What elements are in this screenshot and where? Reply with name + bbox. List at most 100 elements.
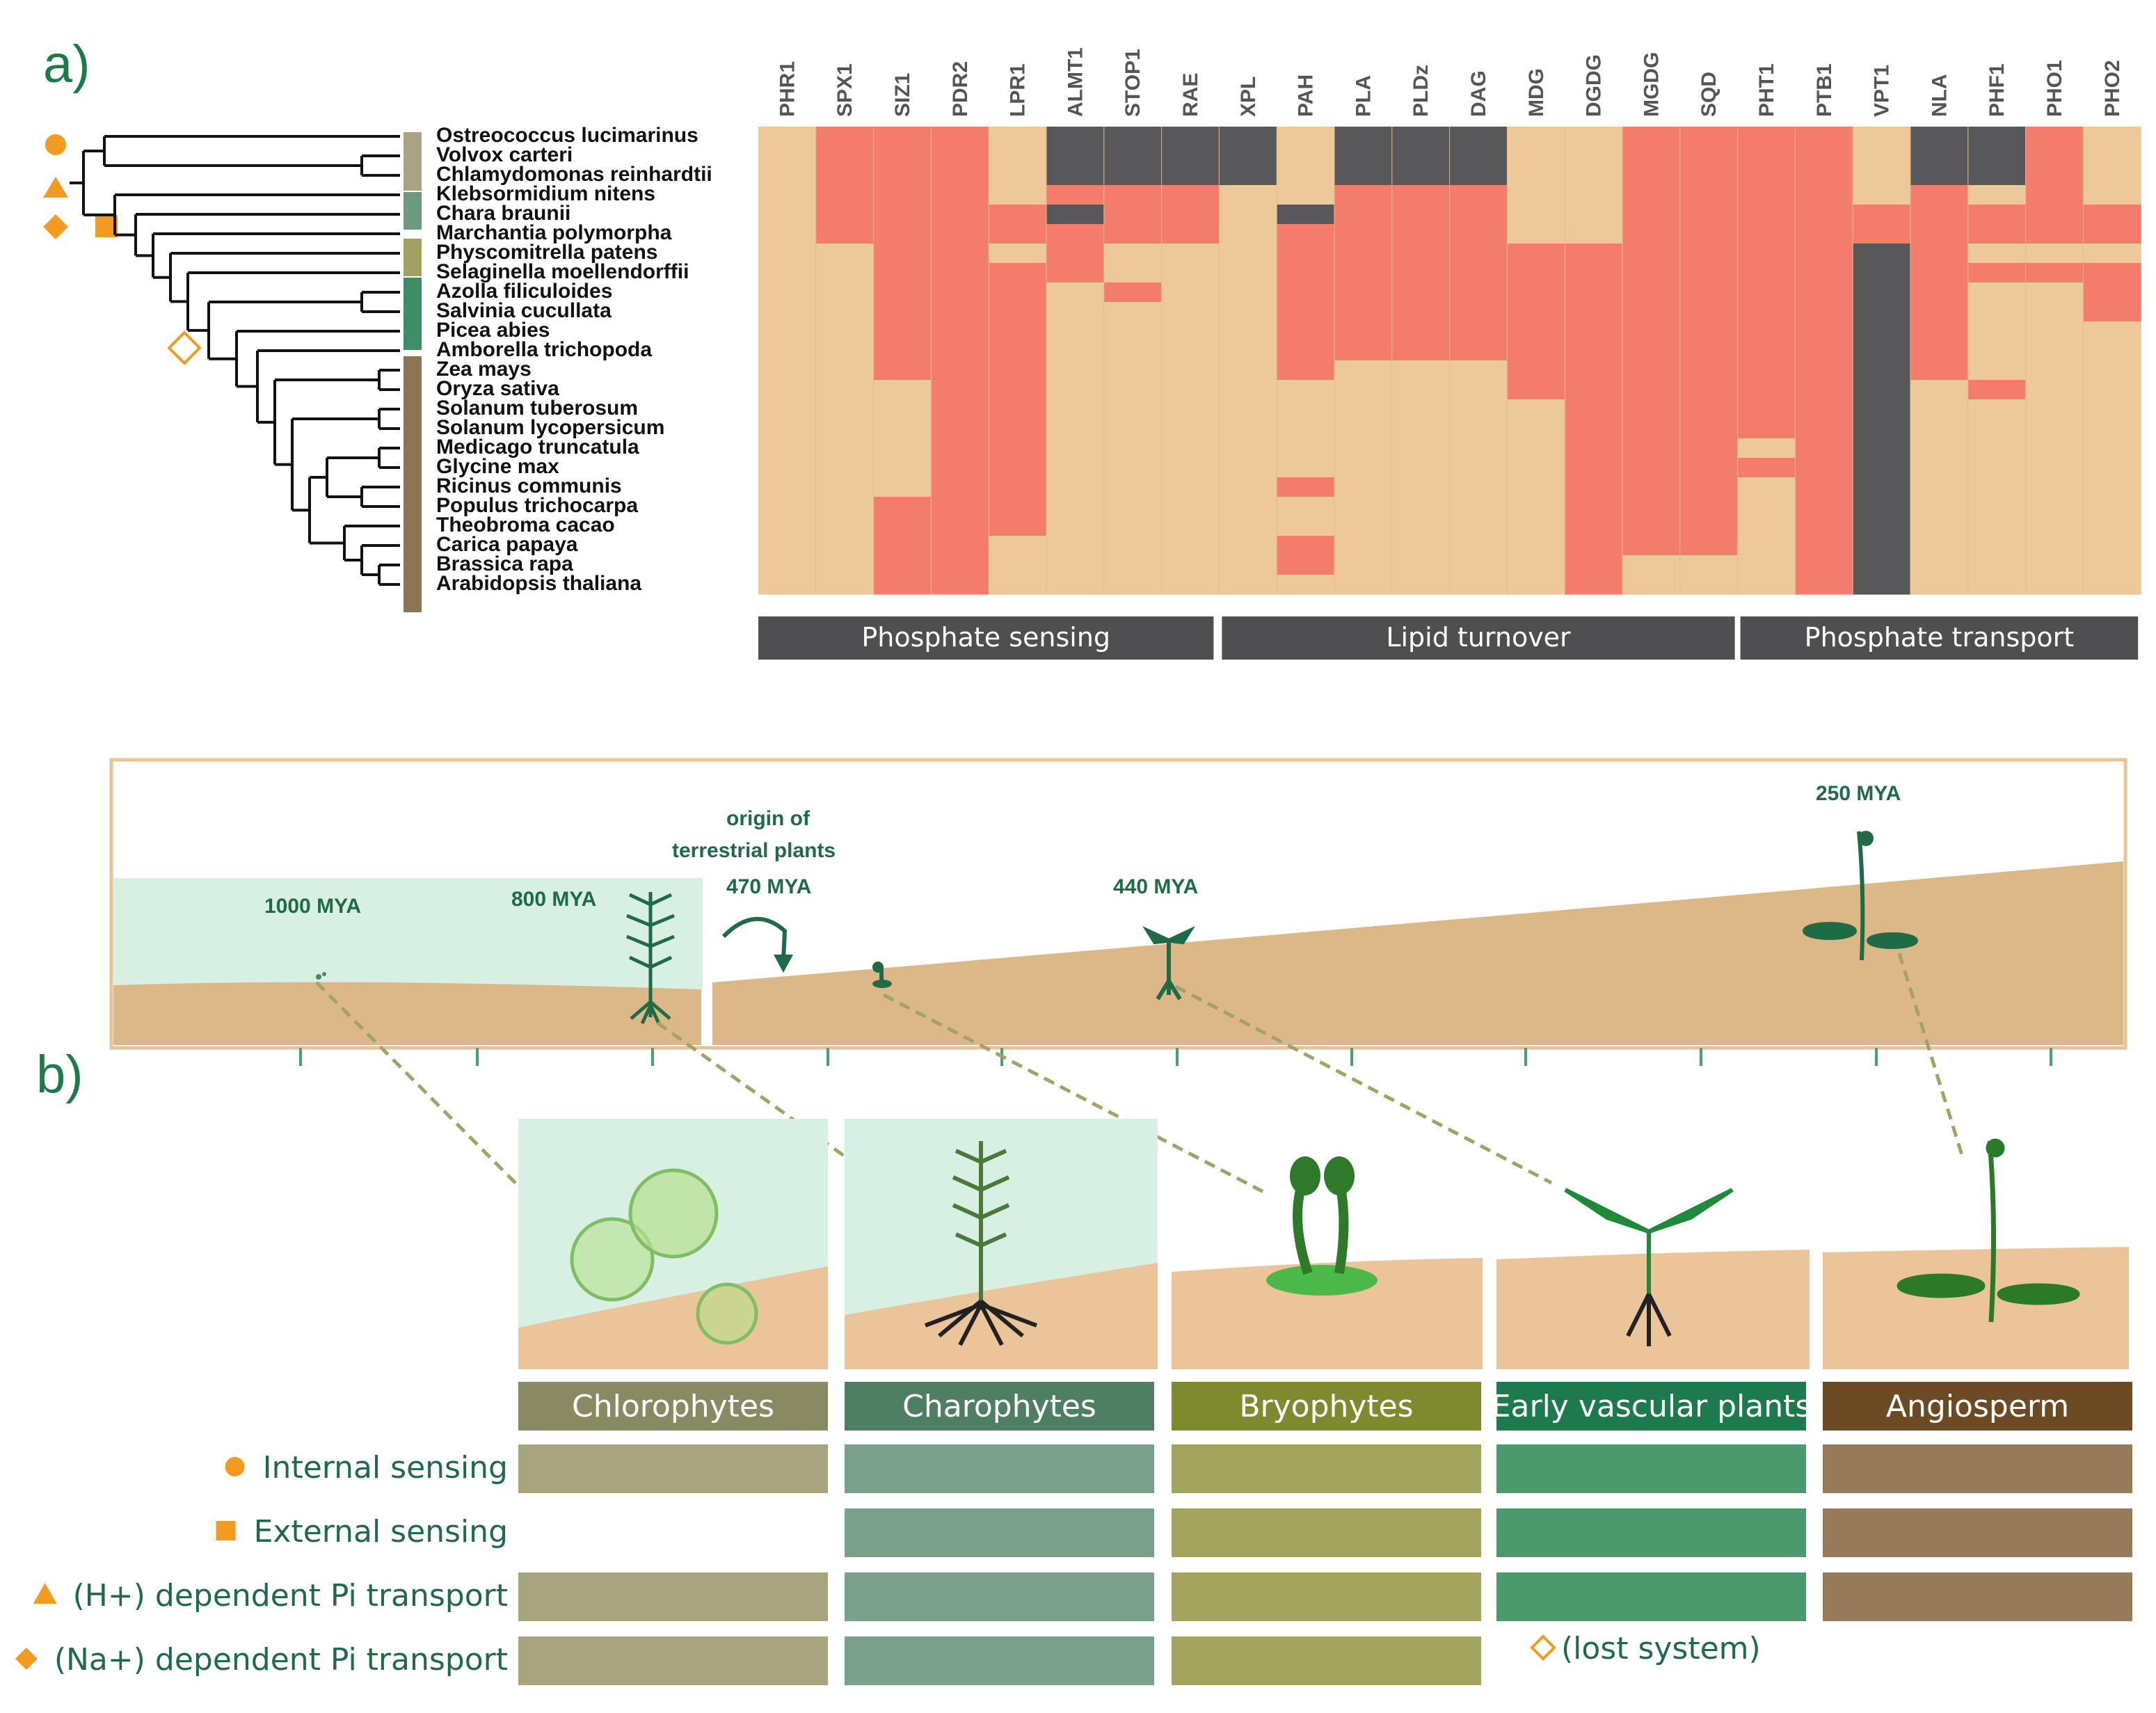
heatmap-cell: [758, 555, 817, 575]
timeline-charophyte-icon: [626, 892, 675, 1025]
heatmap-cell: [1910, 516, 1969, 536]
heatmap-cell: [1853, 263, 1911, 283]
heatmap-cell: [758, 536, 817, 556]
gene-label: MDG: [1525, 68, 1548, 117]
heatmap-cell: [815, 302, 875, 322]
species-label: Azolla filiculoides: [436, 280, 612, 303]
heatmap-cell: [1679, 321, 1739, 342]
heatmap-cell: [1967, 166, 2027, 186]
heatmap: [758, 127, 2141, 595]
heatmap-cell: [1161, 477, 1220, 497]
heatmap-cell: [1507, 263, 1565, 283]
heatmap-cell: [2083, 477, 2141, 497]
heatmap-cell: [1449, 380, 1508, 400]
heatmap-cell: [1449, 555, 1508, 575]
heatmap-cell: [2083, 185, 2141, 205]
lost-system-open-diamond-icon: [1530, 1634, 1556, 1661]
heatmap-cell: [1795, 263, 1853, 283]
timeline-angiosperm-icon: [1803, 831, 1918, 961]
heatmap-cell: [1277, 555, 1335, 575]
heatmap-cell: [1622, 497, 1681, 517]
gene-label: VPT1: [1871, 65, 1894, 117]
heatmap-cell: [1391, 341, 1451, 361]
heatmap-cell: [1967, 127, 2027, 147]
heatmap-cell: [989, 321, 1047, 342]
heatmap-cell: [1679, 146, 1739, 166]
timeline-algae-icon: [316, 972, 326, 980]
heatmap-cell: [1853, 575, 1911, 595]
heatmap-cell: [2025, 360, 2084, 381]
heatmap-cell: [873, 185, 932, 205]
heatmap-cell: [989, 536, 1047, 556]
heatmap-cell: [1507, 575, 1565, 595]
heatmap-cell: [873, 419, 932, 439]
heatmap-cell: [1219, 185, 1277, 205]
heatmap-cell: [1622, 438, 1681, 459]
gene-label: DGDG: [1583, 54, 1606, 117]
heatmap-cell: [1277, 185, 1335, 205]
heatmap-cell: [1219, 244, 1277, 264]
circle-marker: [45, 134, 66, 155]
heatmap-cell: [1391, 185, 1451, 205]
heatmap-cell: [1507, 224, 1565, 244]
heatmap-cell: [815, 458, 875, 478]
heatmap-cell: [1565, 360, 1623, 381]
heatmap-cell: [1679, 244, 1739, 264]
heatmap-cell: [1910, 341, 1969, 361]
heatmap-cell: [1391, 224, 1451, 244]
heatmap-cell: [758, 185, 817, 205]
heatmap-cell: [758, 244, 817, 264]
heatmap-cell: [1277, 282, 1335, 303]
heatmap-cell: [2083, 127, 2141, 147]
feature-cell: [1823, 1508, 2132, 1557]
heatmap-cell: [1967, 263, 2027, 283]
heatmap-cell: [1161, 497, 1220, 517]
heatmap-cell: [1277, 458, 1335, 478]
heatmap-cell: [1219, 302, 1277, 322]
heatmap-cell: [758, 205, 817, 225]
heatmap-cell: [1046, 146, 1105, 166]
timeline-bryophyte-icon: [872, 962, 892, 988]
feature-cell: [845, 1444, 1154, 1493]
heatmap-cell: [1910, 205, 1969, 225]
heatmap-cell: [873, 458, 932, 478]
heatmap-cell: [1161, 244, 1220, 264]
heatmap-cell: [1565, 321, 1623, 342]
heatmap-cell: [1737, 341, 1796, 361]
heatmap-cell: [2025, 477, 2084, 497]
heatmap-cell: [1046, 282, 1105, 303]
heatmap-cell: [1853, 555, 1911, 575]
heatmap-cell: [1103, 341, 1163, 361]
heatmap-cell: [758, 341, 817, 361]
heatmap-cell: [1622, 146, 1681, 166]
heatmap-cell: [1795, 244, 1853, 264]
heatmap-cell: [815, 575, 875, 595]
gene-label: SIZ1: [891, 73, 914, 117]
lost-system-label: (lost system): [1561, 1631, 1761, 1666]
heatmap-cell: [1449, 185, 1508, 205]
heatmap-cell: [1737, 477, 1796, 497]
heatmap-cell: [1853, 399, 1911, 420]
panel-b-label: b): [36, 1045, 83, 1104]
heatmap-cell: [1334, 575, 1393, 595]
species-label: Carica papaya: [436, 533, 578, 556]
species-label: Zea mays: [436, 358, 532, 381]
heatmap-cell: [1967, 146, 2027, 166]
heatmap-cell: [1046, 224, 1105, 244]
heatmap-cell: [2025, 458, 2084, 478]
heatmap-cell: [758, 302, 817, 322]
heatmap-cell: [815, 477, 875, 497]
feature-cell: [845, 1572, 1154, 1621]
heatmap-cell: [1679, 224, 1739, 244]
heatmap-cell: [931, 166, 989, 186]
heatmap-cell: [1679, 438, 1739, 459]
heatmap-cell: [1449, 536, 1508, 556]
heatmap-cell: [1565, 477, 1623, 497]
heatmap-cell: [1334, 536, 1393, 556]
heatmap-cell: [1679, 497, 1739, 517]
feature-cell: [845, 1636, 1154, 1685]
heatmap-cell: [758, 282, 817, 303]
heatmap-cell: [1219, 497, 1277, 517]
heatmap-cell: [815, 263, 875, 283]
heatmap-cell: [1391, 497, 1451, 517]
